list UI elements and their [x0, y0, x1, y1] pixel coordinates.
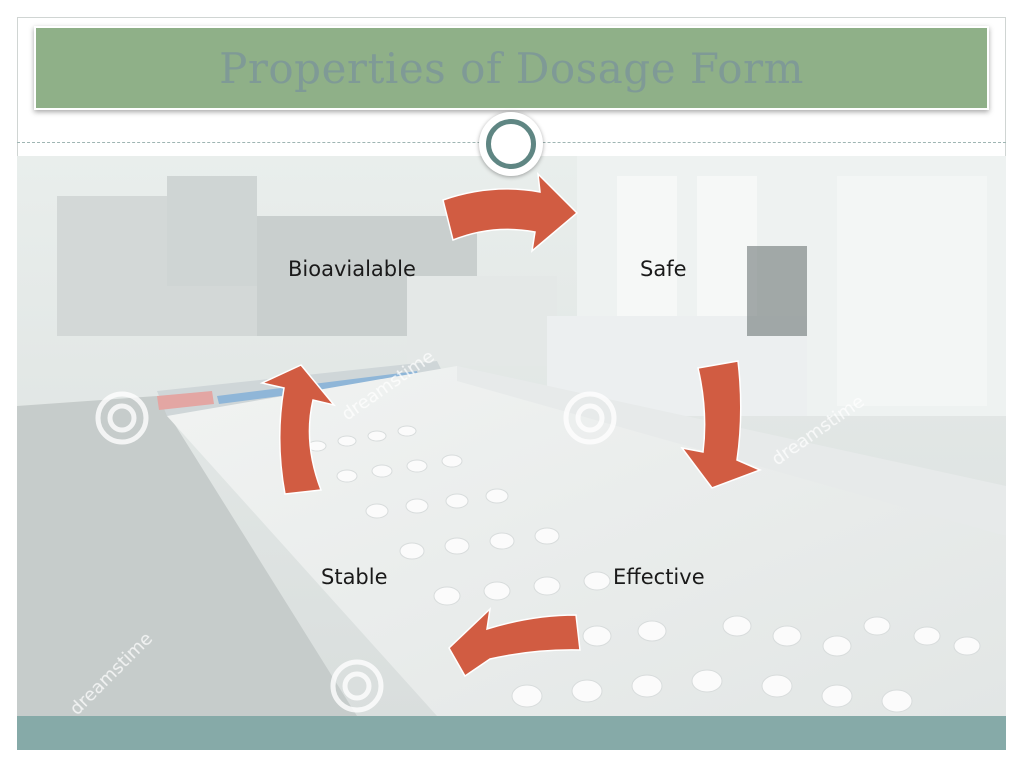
cycle-node-safe: Safe [640, 257, 687, 281]
ring-ornament [479, 112, 543, 176]
title-banner: Properties of Dosage Form [34, 26, 989, 110]
cycle-node-stable: Stable [321, 565, 388, 589]
arrow-to-stable [448, 606, 581, 678]
ring-inner [486, 119, 536, 169]
cycle-node-effective: Effective [613, 565, 705, 589]
arrow-to-effective [680, 360, 762, 489]
cycle-node-bioavialable: Bioavialable [288, 257, 416, 281]
footer-band [17, 716, 1006, 750]
arrow-to-safe [442, 171, 579, 253]
slide-title: Properties of Dosage Form [219, 43, 804, 93]
arrow-to-bioavialable [259, 364, 337, 495]
